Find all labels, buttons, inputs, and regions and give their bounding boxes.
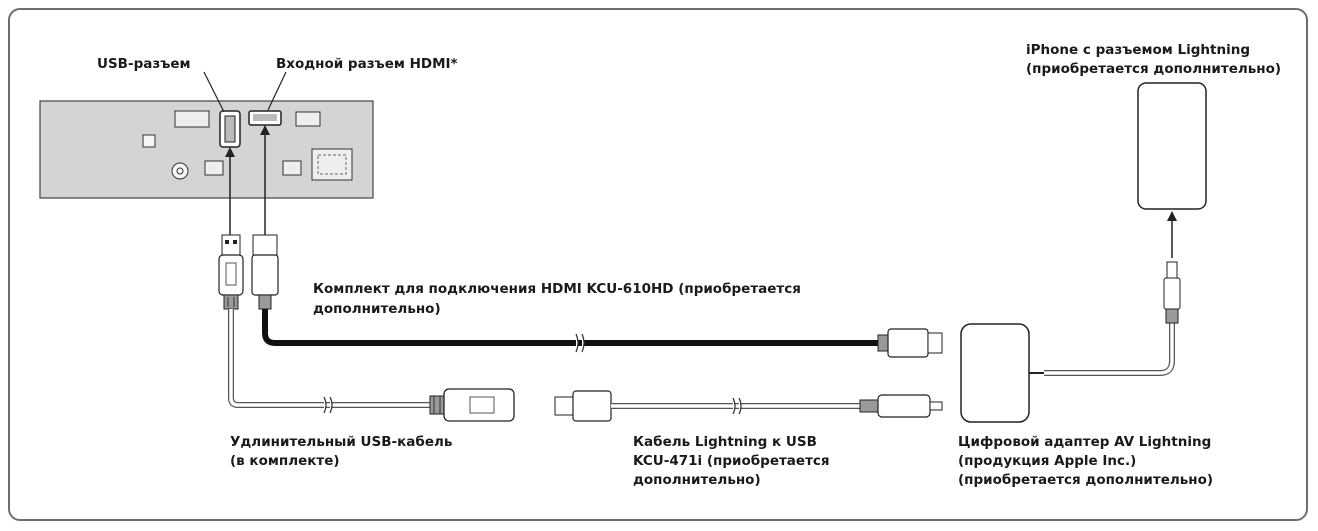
hdmi-cable (251, 234, 943, 358)
head-unit (39, 100, 374, 199)
lightning-usb-label-line1: Кабель Lightning к USB (633, 434, 817, 450)
hdmi-kit-label-line1: Комплект для подключения HDMI KCU-610HD … (313, 281, 801, 297)
iphone-label-line2: (приобретается дополнительно) (1026, 61, 1282, 77)
adapter-label-line1: Цифровой адаптер AV Lightning (958, 434, 1212, 450)
usb-port-label: USB-разъем (97, 56, 191, 72)
usb-extension-cable (218, 234, 515, 422)
iphone-label-line1: iPhone с разъемом Lightning (1026, 42, 1251, 58)
adapter-label-line3: (приобретается дополнительно) (958, 472, 1214, 488)
lightning-usb-label-line3: дополнительно) (633, 472, 761, 488)
usb-ext-label-line2: (в комплекте) (230, 453, 340, 469)
adapter-label-line2: (продукция Apple Inc.) (958, 453, 1137, 469)
usb-ext-label-line1: Удлинительный USB-кабель (230, 434, 453, 450)
usb-port (219, 110, 241, 148)
usb-label-pointer (203, 71, 225, 113)
hdmi-label-pointer (267, 71, 287, 111)
iphone-device (1137, 82, 1207, 210)
lightning-av-adapter (960, 261, 1181, 423)
hdmi-kit-label-line2: дополнительно) (313, 301, 441, 317)
hdmi-port-label: Входной разъем HDMI* (276, 56, 458, 72)
lightning-usb-cable (554, 390, 943, 422)
diagram-frame (8, 8, 1308, 521)
lightning-usb-label-line2: KCU-471i (приобретается (633, 453, 830, 469)
hdmi-port (248, 110, 282, 126)
